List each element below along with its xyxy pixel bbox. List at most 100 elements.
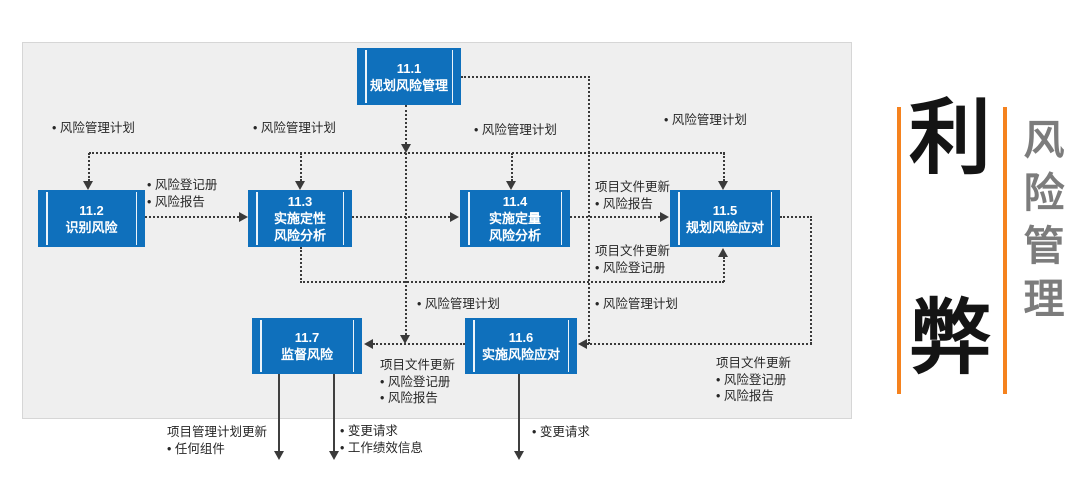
label-line: • 风险登记册 [380, 374, 451, 389]
label-line: 项目文件更新 [595, 180, 671, 194]
label-line: • 风险登记册 [716, 372, 787, 387]
process-number: 11.5 [712, 202, 738, 218]
label-line: • 风险报告 [716, 389, 774, 403]
connector-distribution [89, 152, 725, 154]
process-box-11-1: 11.1 规划风险管理 [357, 48, 461, 105]
connector-11-3-down [300, 247, 302, 283]
flow-label-plan-1: • 风险管理计划 [52, 120, 135, 137]
flow-label-plan-6: • 风险管理计划 [595, 296, 678, 313]
connector-11-2-to-11-3 [145, 216, 239, 218]
connector-to-11-3 [300, 153, 302, 181]
label-line: • 任何组件 [167, 441, 225, 456]
arrowhead [329, 451, 339, 460]
label-line: • 变更请求 [340, 424, 398, 438]
label-line: • 风险管理计划 [253, 121, 336, 135]
arrowhead [718, 181, 728, 190]
connector-11-1-to-11-6 [588, 76, 590, 344]
arrowhead [400, 335, 410, 344]
vertical-title: 风险管理 [1017, 118, 1063, 330]
arrowhead [450, 212, 459, 222]
arrowhead [718, 248, 728, 257]
connector-11-1-right [461, 76, 590, 78]
arrowhead [660, 212, 669, 222]
process-number: 11.1 [396, 60, 422, 76]
flow-label-doc-update-right: 项目文件更新 • 风险登记册 • 风险报告 [716, 355, 791, 405]
label-line: • 工作绩效信息 [340, 440, 423, 455]
arrowhead [83, 181, 93, 190]
label-line: 项目文件更新 [380, 358, 456, 372]
label-line: • 风险管理计划 [417, 297, 500, 311]
process-title: 监督风险 [280, 347, 333, 362]
label-line: • 风险报告 [595, 196, 653, 211]
arrowhead [506, 181, 516, 190]
connector-11-1-to-11-7-line [405, 153, 407, 335]
label-line: • 风险管理计划 [52, 121, 135, 135]
flow-label-plan-3: • 风险管理计划 [474, 122, 557, 139]
cons-char: 弊 [908, 293, 991, 384]
connector-to-11-2 [88, 153, 90, 181]
arrowhead [295, 181, 305, 190]
accent-bar-left [897, 107, 901, 394]
process-title: 规划风险管理 [369, 77, 448, 93]
label-line: • 风险管理计划 [664, 113, 747, 127]
connector-up-into-11-5 [723, 257, 725, 282]
arrowhead [578, 339, 587, 349]
label-line: 项目文件更新 [716, 356, 792, 370]
process-title: 规划风险应对 [685, 219, 764, 235]
flow-label-doc-update-report: 项目文件更新 • 风险报告 [595, 179, 670, 212]
process-box-11-6: 11.6 实施风险应对 [465, 318, 577, 374]
process-number: 11.3 [287, 194, 313, 209]
connector-to-11-4 [511, 153, 513, 181]
process-number: 11.6 [508, 330, 534, 345]
label-line: • 风险登记册 [595, 260, 666, 275]
connector-11-4-to-11-5 [570, 216, 660, 218]
flow-label-change-requests-left: • 变更请求 • 工作绩效信息 [340, 423, 423, 456]
output-arrow-11-7-a [278, 374, 280, 451]
process-title: 风险分析 [273, 228, 326, 243]
process-box-11-2: 11.2 识别风险 [38, 190, 145, 247]
flow-label-register-report: • 风险登记册 • 风险报告 [147, 177, 217, 210]
arrowhead [514, 451, 524, 460]
connector-11-1-down [405, 105, 407, 144]
arrowhead [401, 144, 411, 153]
accent-bar-right [1003, 107, 1007, 394]
process-box-11-3: 11.3 实施定性 风险分析 [248, 190, 352, 247]
label-line: 项目管理计划更新 [167, 425, 268, 439]
connector-11-3-to-11-5-bottom [300, 281, 724, 283]
pros-char: 利 [908, 93, 991, 184]
connector-11-6-to-11-7 [373, 343, 465, 345]
label-line: • 风险管理计划 [474, 123, 557, 137]
flow-label-doc-update-register: 项目文件更新 • 风险登记册 [595, 243, 670, 276]
flow-label-pm-plan-update: 项目管理计划更新 • 任何组件 [167, 424, 267, 457]
label-line: • 风险登记册 [147, 178, 218, 192]
label-line: • 风险报告 [147, 194, 205, 209]
flow-label-change-requests-right: • 变更请求 [532, 424, 590, 441]
connector-11-5-right [780, 216, 812, 218]
process-box-11-5: 11.5 规划风险应对 [670, 190, 780, 247]
flow-label-doc-update-mid: 项目文件更新 • 风险登记册 • 风险报告 [380, 357, 455, 407]
label-line: • 风险管理计划 [595, 297, 678, 311]
label-line: • 风险报告 [380, 391, 438, 405]
connector-11-3-to-11-4 [352, 216, 450, 218]
arrowhead [364, 339, 373, 349]
arrowhead [274, 451, 284, 460]
process-title: 识别风险 [65, 219, 118, 235]
label-line: 项目文件更新 [595, 244, 671, 258]
process-box-11-4: 11.4 实施定量 风险分析 [460, 190, 570, 247]
flow-label-plan-4: • 风险管理计划 [664, 112, 747, 129]
output-arrow-11-7-b [333, 374, 335, 451]
process-title: 实施定量 [488, 211, 541, 226]
process-title: 实施定性 [273, 211, 326, 226]
process-number: 11.7 [294, 330, 320, 345]
label-line: • 变更请求 [532, 425, 590, 439]
arrowhead [239, 212, 248, 222]
connector-to-11-5 [723, 153, 725, 181]
connector-11-5-down [810, 216, 812, 344]
process-box-11-7: 11.7 监督风险 [252, 318, 362, 374]
flow-label-plan-2: • 风险管理计划 [253, 120, 336, 137]
flow-label-plan-5: • 风险管理计划 [417, 296, 500, 313]
output-arrow-11-6 [518, 374, 520, 451]
process-title: 实施风险应对 [481, 347, 560, 362]
process-number: 11.2 [79, 202, 104, 218]
